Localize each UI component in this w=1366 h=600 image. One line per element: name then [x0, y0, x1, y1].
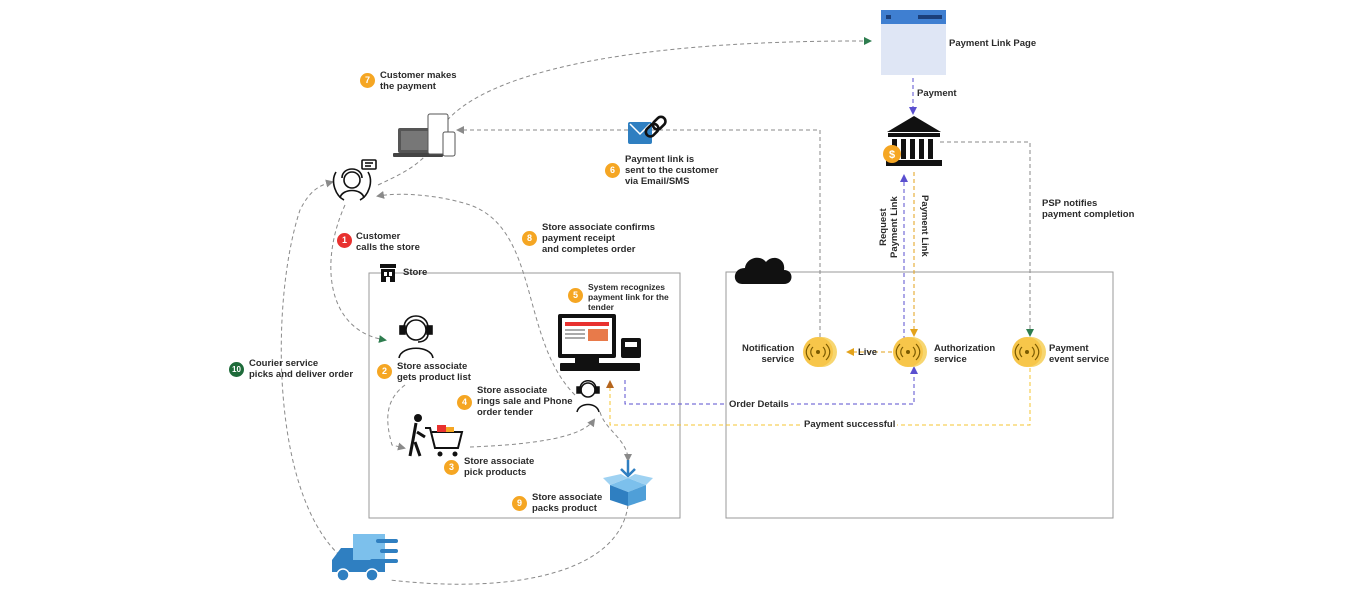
- step-1-label: Customer calls the store: [356, 231, 420, 253]
- payment-label: Payment: [917, 88, 957, 99]
- step-9-badge: 9: [512, 496, 527, 511]
- browser-page-icon: [881, 10, 946, 75]
- laptop-phone-icon: [393, 113, 456, 157]
- payment-successful-label: Payment successful: [802, 419, 898, 430]
- store-icon: [380, 264, 396, 282]
- order-details-label: Order Details: [727, 399, 791, 410]
- step-9-label: Store associate packs product: [532, 492, 603, 514]
- psp-notifies-label: PSP notifies payment completion: [1042, 198, 1135, 220]
- arrow-box-to-truck: [389, 504, 629, 585]
- service-node-icon: [893, 337, 927, 367]
- service-node-icon: [803, 337, 837, 367]
- step-8-badge: 8: [522, 231, 537, 246]
- step-10-badge: 10: [229, 362, 244, 377]
- step-10-label: Courier service picks and deliver order: [249, 358, 354, 380]
- arrow-payment-successful: [606, 368, 1031, 426]
- step-2-badge: 2: [377, 364, 392, 379]
- arrow-customer-to-page: [377, 36, 872, 186]
- service-node-icon: [1012, 337, 1046, 367]
- step-2-label: Store associate gets product list: [397, 361, 471, 383]
- store-associate-icon: [398, 315, 434, 359]
- notification-service-label: Notification service: [742, 343, 795, 365]
- payment-link-label: Payment Link: [919, 195, 930, 257]
- pos-associate-icon: [576, 380, 600, 413]
- step-7-badge: 7: [360, 73, 375, 88]
- step-5-label: System recognizes payment link for the t…: [588, 282, 669, 312]
- shopping-cart-icon: [408, 414, 464, 457]
- step-1-badge: 1: [337, 233, 352, 248]
- package-box-icon: [603, 460, 653, 506]
- headset-agent-icon: [332, 159, 377, 201]
- authorization-service-label: Authorization service: [934, 343, 996, 365]
- svg-text:$: $: [889, 149, 895, 161]
- delivery-truck-icon: [332, 534, 398, 582]
- step-6-badge: 6: [605, 163, 620, 178]
- step-3-label: Store associate pick products: [464, 456, 535, 478]
- step-7-label: Customer makes the payment: [380, 70, 457, 92]
- bank-icon: $: [883, 116, 942, 166]
- payment-event-service-label: Payment event service: [1049, 343, 1110, 365]
- step-8-label: Store associate confirms payment receipt…: [542, 222, 655, 255]
- store-box: [368, 272, 681, 519]
- arrow-call-to-associate: [330, 204, 387, 343]
- pos-terminal-icon: [558, 314, 641, 371]
- step-4-badge: 4: [457, 395, 472, 410]
- arrow-notification-to-laptop: [456, 126, 821, 337]
- cloud-icon: [734, 257, 792, 284]
- arrow-ring-to-box: [599, 411, 632, 462]
- step-5-badge: 5: [568, 288, 583, 303]
- arrow-associate-to-cart: [387, 384, 406, 451]
- payment-link-page-label: Payment Link Page: [949, 38, 1037, 49]
- step-6-label: Payment link is sent to the customer via…: [625, 154, 719, 187]
- store-label: Store: [403, 267, 428, 278]
- arrow-truck-to-agent: [280, 179, 346, 561]
- arrow-cart-to-ring: [469, 418, 596, 448]
- request-payment-link-label: Request Payment Link: [878, 196, 900, 258]
- live-label: Live: [858, 347, 878, 358]
- payment-link-icon: [628, 115, 667, 144]
- arrow-psp-notify: [940, 141, 1034, 337]
- step-3-badge: 3: [444, 460, 459, 475]
- step-4-label: Store associate rings sale and Phone ord…: [477, 385, 573, 418]
- arrow-confirm-to-agent: [376, 190, 576, 396]
- cloud-box: [725, 271, 1114, 519]
